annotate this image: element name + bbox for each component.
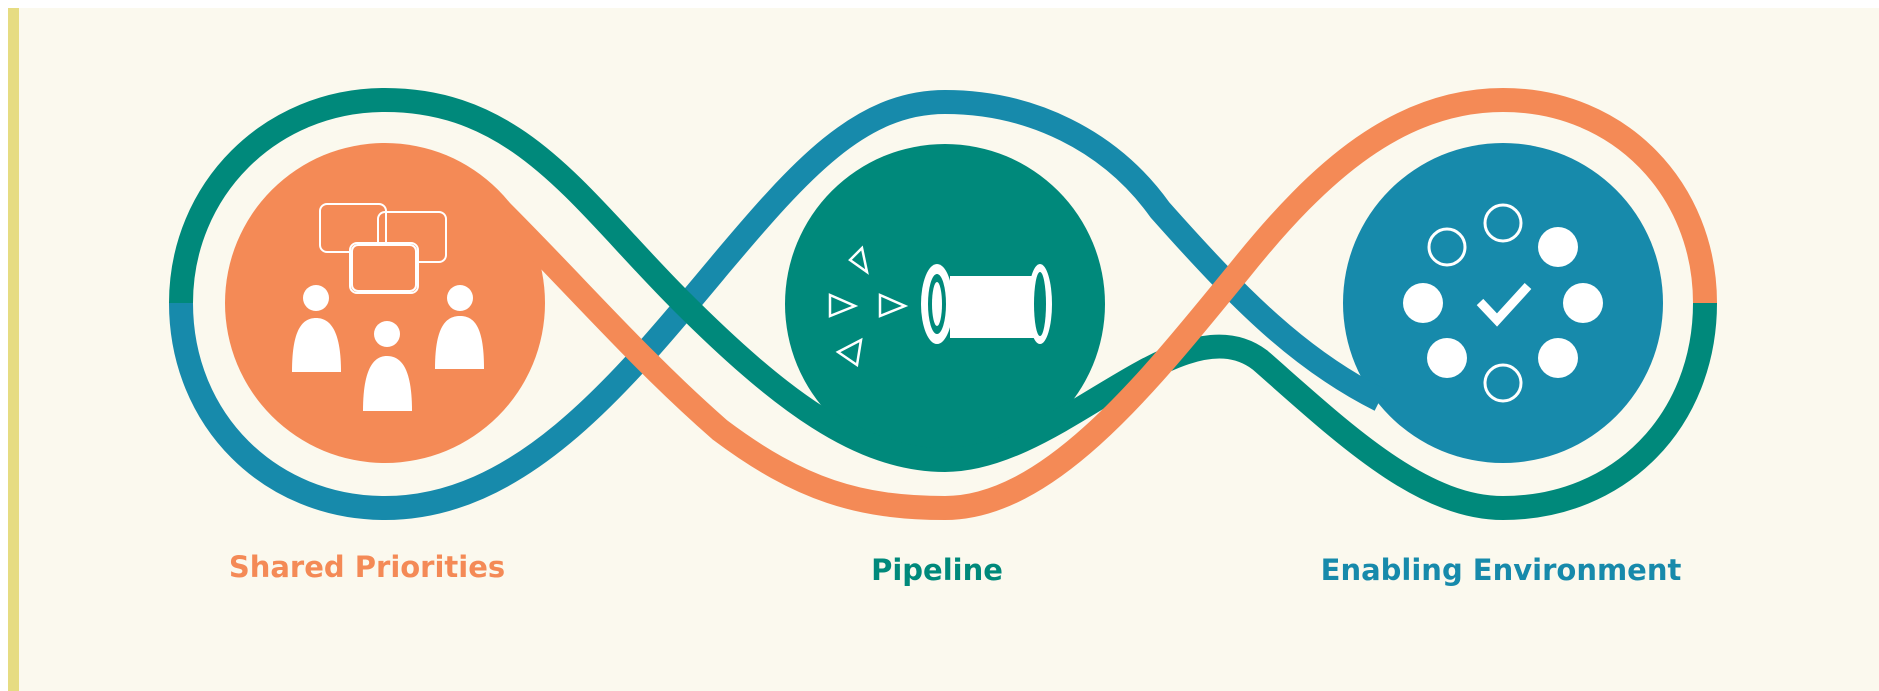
circle-of-dots-check-icon (1403, 203, 1603, 403)
pipeline-label: Pipeline (871, 553, 1003, 587)
teal-ribbon (169, 87, 1717, 521)
blue-ribbon (169, 89, 1386, 521)
orange-ribbon (491, 87, 1717, 521)
enabling-environment-label: Enabling Environment (1320, 553, 1682, 587)
shared-priorities-label: Shared Priorities (228, 550, 506, 584)
shared-priorities-circle (225, 143, 545, 463)
people-speech-bubbles-icon (292, 203, 484, 411)
pipeline-scroll-icon (828, 245, 1052, 368)
accent-bar (8, 8, 19, 691)
enabling-environment-circle (1343, 143, 1663, 463)
